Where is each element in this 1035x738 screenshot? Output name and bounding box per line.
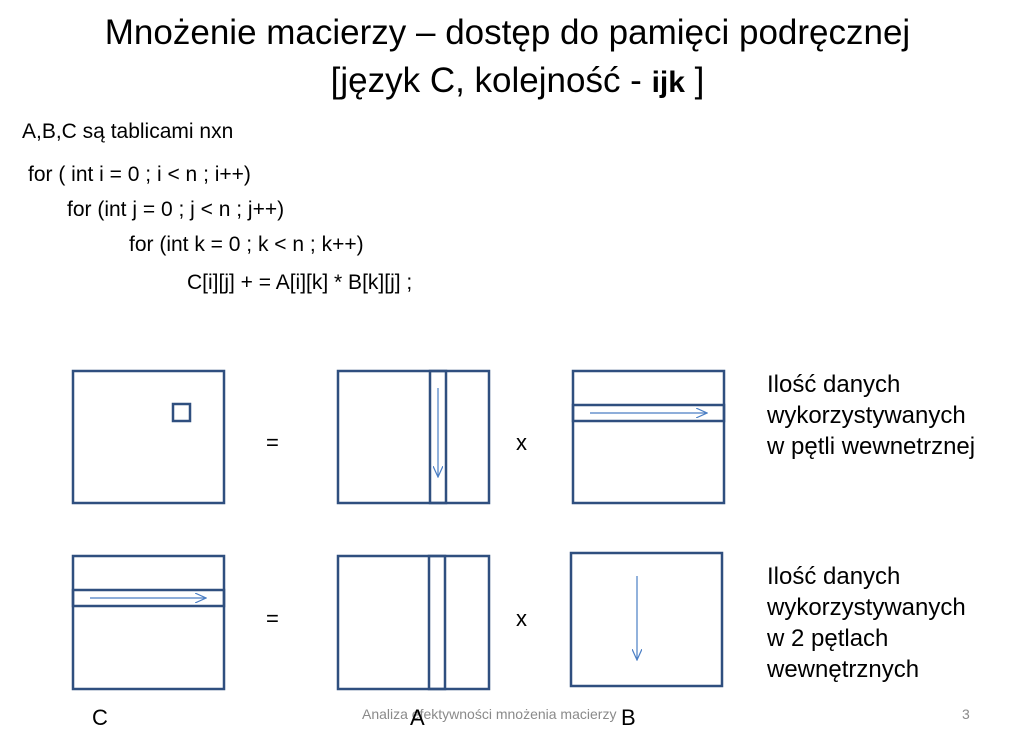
equals-sign-row2: = [266, 606, 279, 631]
matrix-c-row-strip-row2 [71, 588, 226, 608]
note-two-inner-loops: Ilość danych wykorzystywanych w 2 pętlac… [767, 561, 966, 685]
matrix-b-row-strip-row1 [571, 403, 726, 423]
footer-text: Analiza efektywności mnożenia macierzy [362, 706, 617, 722]
note-line: Ilość danych [767, 371, 901, 398]
title-prefix: [język C, kolejność - [330, 61, 652, 100]
times-sign-row1: x [516, 430, 527, 455]
matrix-a-row1 [336, 369, 491, 505]
matrix-label-c: C [92, 705, 108, 730]
matrix-a-column-strip-row2 [427, 554, 447, 691]
note-line: Ilość danych [767, 563, 901, 590]
note-line: wykorzystywanych [767, 594, 966, 621]
page-number: 3 [962, 706, 970, 722]
code-line-2: for (int j = 0 ; j < n ; j++) [67, 198, 285, 221]
note-line: wykorzystywanych [767, 402, 966, 429]
note-line: wewnętrznych [767, 656, 920, 683]
equals-sign-row1: = [266, 430, 279, 455]
intro-text: A,B,C są tablicami nxn [22, 120, 234, 143]
title-suffix: ] [684, 61, 705, 100]
matrix-c-row2 [71, 554, 226, 691]
title-bold-ijk: ijk [651, 66, 685, 99]
slide-title-line1: Mnożenie macierzy – dostęp do pamięci po… [104, 13, 911, 52]
matrix-b-row2 [569, 551, 724, 688]
matrix-a-column-strip-row1 [428, 369, 448, 505]
slide-title-line2: [język C, kolejność - ijk ] [0, 60, 1035, 104]
matrix-c-row1 [71, 369, 226, 505]
matrix-c-element-cell [171, 402, 192, 423]
note-line: w 2 pętlach [767, 625, 889, 652]
matrix-a-row2 [336, 554, 491, 691]
code-line-3: for (int k = 0 ; k < n ; k++) [129, 233, 364, 256]
matrix-label-b: B [621, 705, 636, 730]
note-line: w pętli wewnetrznej [767, 433, 976, 460]
times-sign-row2: x [516, 606, 527, 631]
matrix-b-row1 [571, 369, 726, 505]
note-inner-loop: Ilość danych wykorzystywanych w pętli we… [767, 369, 975, 462]
matrix-label-a: A [410, 705, 425, 730]
code-line-4: C[i][j] + = A[i][k] * B[k][j] ; [187, 271, 413, 294]
code-line-1: for ( int i = 0 ; i < n ; i++) [28, 163, 251, 186]
